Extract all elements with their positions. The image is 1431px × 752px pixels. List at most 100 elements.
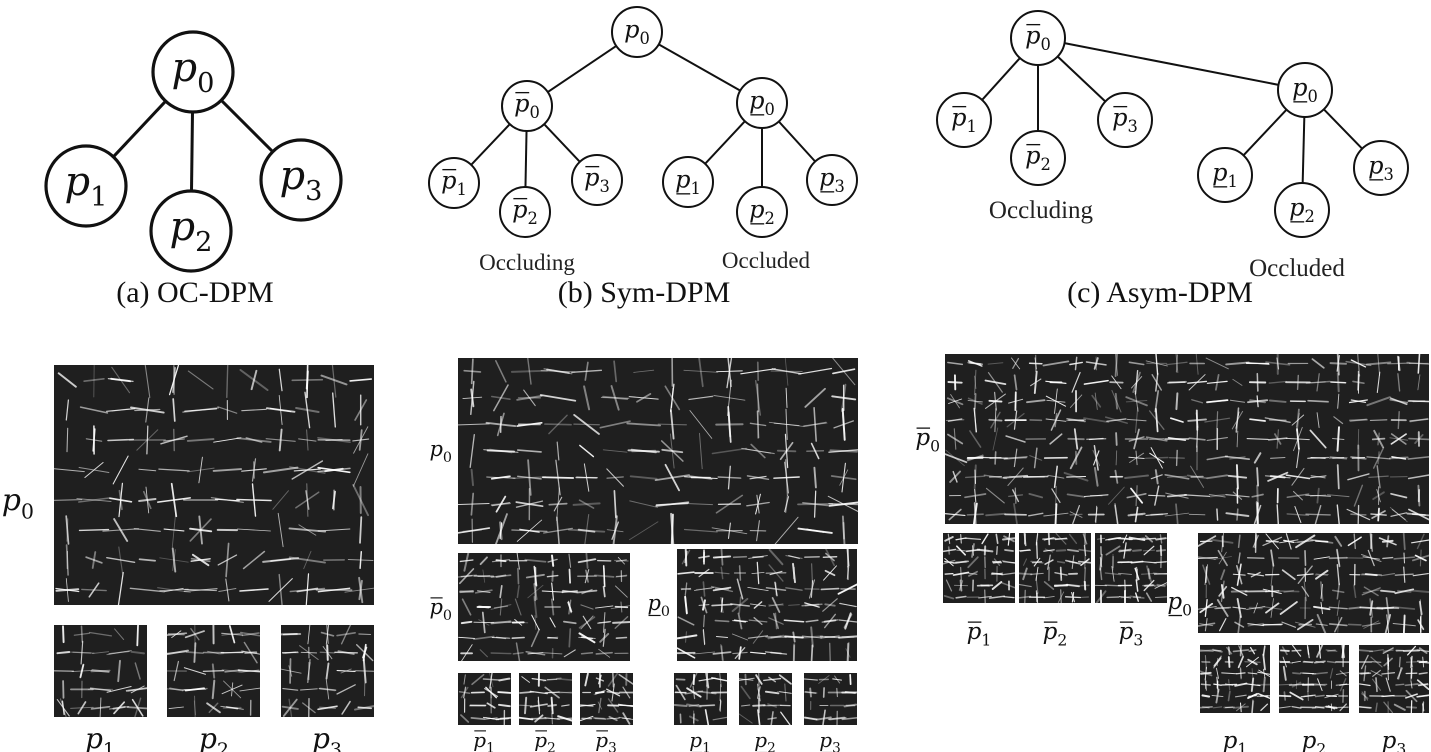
filter-panel-fcR1	[1197, 644, 1272, 716]
filter-panel-fbR2	[736, 672, 794, 728]
node-label-cL3: p3	[1112, 103, 1138, 136]
filter-panel-fcR3	[1356, 645, 1430, 715]
node-circle	[571, 154, 623, 206]
tree-node-bL2: p2	[499, 186, 551, 238]
filter-panel-fcL2	[1017, 531, 1093, 606]
svg-text:p0: p0	[1292, 73, 1318, 106]
node-circle	[501, 80, 553, 132]
filter-label-fbL3: p3	[595, 728, 616, 752]
svg-text:p0: p0	[624, 15, 650, 48]
node-label-bR: p0	[749, 86, 775, 119]
tree-edge-b0-bL	[547, 45, 617, 93]
svg-text:p3: p3	[595, 728, 616, 752]
tree-node-bR: p0	[736, 77, 788, 129]
node-label-bR2: p2	[749, 195, 775, 228]
filter-label-fcR3: p3	[1382, 728, 1407, 752]
node-label-cL1: p1	[951, 103, 977, 136]
node-circle	[806, 154, 858, 206]
filter-background	[1198, 533, 1429, 633]
tree-node-cL1: p1	[936, 92, 992, 148]
svg-text:p1: p1	[967, 619, 992, 649]
svg-text:p0: p0	[514, 89, 540, 122]
filter-label-fcR: p0	[1167, 589, 1192, 619]
filter-label-fbR2: p2	[754, 728, 776, 752]
svg-text:p0: p0	[429, 437, 452, 466]
tree-node-a0: p0	[151, 30, 235, 114]
filter-background	[1359, 645, 1429, 713]
tree-edge-bR-bR3	[778, 120, 816, 163]
filter-label-fcL2: p2	[1043, 619, 1068, 649]
tree-edge-cR-cR2	[1301, 116, 1306, 184]
node-circle	[1277, 62, 1333, 118]
node-label-a2: p2	[170, 204, 213, 258]
filter-panel-fcR	[1194, 529, 1431, 636]
svg-text:p1: p1	[951, 103, 977, 136]
tree-node-cL2: p2	[1010, 130, 1066, 186]
svg-text:p3: p3	[1119, 619, 1144, 649]
caption-c: (c) Asym-DPM	[1067, 276, 1253, 309]
svg-text:p1: p1	[441, 166, 467, 199]
tree-node-cL3: p3	[1097, 92, 1153, 148]
node-label-cL: p0	[1025, 21, 1051, 54]
node-circle	[149, 189, 233, 273]
filter-background	[1095, 533, 1167, 603]
node-circle	[428, 157, 480, 209]
caption-a: (a) OC-DPM	[116, 276, 274, 309]
svg-text:p2: p2	[1302, 728, 1327, 752]
filter-panel-fbR1	[673, 670, 730, 728]
filter-panel-fa0	[49, 361, 377, 609]
filter-panel-fcL3	[1094, 533, 1170, 605]
tree-edge-cL-cR	[1064, 42, 1279, 86]
svg-text:p1: p1	[1223, 728, 1248, 752]
node-label-cL2: p2	[1025, 141, 1051, 174]
filter-panel-fbL3	[577, 671, 636, 725]
tree-node-bR2: p2	[736, 186, 788, 238]
svg-text:p1: p1	[675, 165, 701, 198]
filter-label-fa0: p0	[2, 483, 34, 523]
note-c-1: Occluded	[1249, 255, 1345, 282]
svg-text:p2: p2	[1025, 141, 1051, 174]
filter-background	[458, 673, 511, 725]
tree-edge-bL-bL3	[543, 123, 581, 163]
filter-label-fcL3: p3	[1119, 619, 1144, 649]
tree-edge-a0-a3	[220, 99, 274, 153]
node-label-bL3: p3	[584, 163, 610, 196]
filter-label-fcR1: p1	[1223, 728, 1248, 752]
node-circle	[1010, 130, 1066, 186]
tree-edge-a0-a1	[112, 100, 167, 158]
filter-panel-fbL1	[458, 670, 514, 728]
node-circle	[736, 77, 788, 129]
svg-text:p2: p2	[534, 728, 555, 752]
note-c-0: Occluding	[989, 197, 1094, 224]
node-circle	[151, 30, 235, 114]
svg-text:p1: p1	[65, 159, 108, 213]
node-circle	[736, 186, 788, 238]
tree-node-cR1: p1	[1197, 147, 1253, 203]
tree-edge-cL-cL1	[981, 57, 1021, 101]
svg-text:p1: p1	[689, 728, 710, 752]
filter-background	[804, 673, 857, 725]
svg-text:p0: p0	[2, 483, 34, 523]
filter-panel-fa2	[163, 621, 264, 720]
filter-panel-fbR	[674, 546, 859, 665]
node-label-a3: p3	[280, 153, 323, 207]
svg-text:p3: p3	[584, 163, 610, 196]
filter-panel-fcR2	[1276, 642, 1352, 713]
tree-edge-bL-bL1	[470, 123, 511, 166]
tree-node-bR1: p1	[662, 156, 714, 208]
filter-label-fa1: p1	[85, 722, 115, 752]
tree-node-bL: p0	[501, 80, 553, 132]
filter-background	[1279, 645, 1349, 713]
filter-background	[943, 533, 1015, 603]
filter-label-fbR1: p1	[689, 728, 711, 752]
svg-text:p0: p0	[1025, 21, 1051, 54]
filter-background	[1200, 645, 1270, 713]
node-circle	[499, 186, 551, 238]
node-circle	[1010, 10, 1066, 66]
node-label-cR1: p1	[1212, 158, 1238, 191]
node-circle	[936, 92, 992, 148]
svg-text:p0: p0	[172, 45, 215, 99]
tree-node-bL1: p1	[428, 157, 480, 209]
tree-edge-a0-a2	[190, 111, 194, 192]
